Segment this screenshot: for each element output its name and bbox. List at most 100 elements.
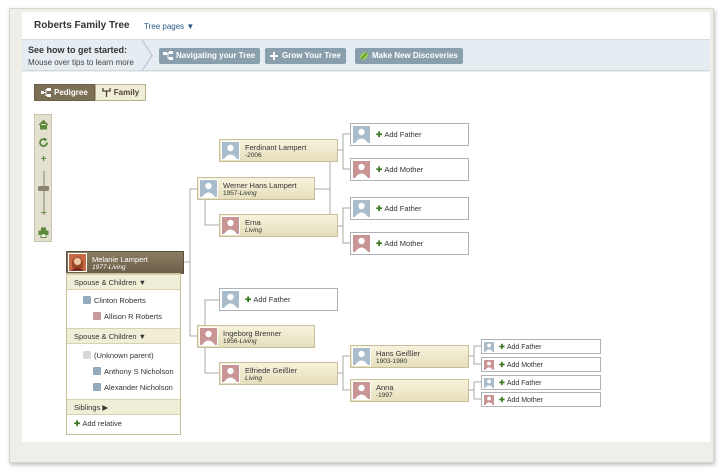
- person-dates: 1977-Living: [92, 264, 126, 271]
- pedigree-view-button[interactable]: Pedigree: [34, 84, 95, 101]
- person-name: Elfriede Geißler: [245, 366, 298, 375]
- family-label: Family: [113, 88, 140, 97]
- tree-pages-menu[interactable]: Tree pages ▼: [144, 22, 195, 31]
- view-toggle: Pedigree Family: [34, 84, 147, 101]
- add-mother-label: ✚ Add Mother: [499, 397, 543, 404]
- add-mother-button[interactable]: ✚ Add Mother: [350, 158, 469, 181]
- child-item[interactable]: Anthony S Nicholson: [67, 367, 180, 376]
- tips-subheading: Mouse over tips to learn more: [28, 58, 134, 67]
- tips-arrow-icon: [141, 40, 153, 71]
- child-name: Allison R Roberts: [104, 312, 162, 321]
- person-dates: 1903-1980: [376, 358, 408, 365]
- spouse-children-toggle-2[interactable]: Spouse & Children ▼: [67, 328, 180, 344]
- add-father-button[interactable]: ✚ Add Father: [219, 288, 338, 311]
- female-silhouette-icon: [352, 160, 371, 179]
- person-dates: 1956-Living: [223, 338, 257, 345]
- person-photo-avatar: [68, 253, 87, 272]
- female-icon: [93, 312, 101, 320]
- navigating-tree-label: Navigating your Tree: [176, 51, 256, 60]
- spouse-item[interactable]: Clinton Roberts: [67, 296, 180, 305]
- person-dates: Living: [245, 375, 262, 382]
- person-name: Melanie Lampert: [92, 255, 148, 264]
- spouse-children-toggle-1[interactable]: Spouse & Children ▼: [67, 274, 180, 290]
- make-discoveries-button[interactable]: Make New Discoveries: [355, 48, 463, 64]
- siblings-toggle[interactable]: Siblings ▶: [67, 399, 180, 415]
- navigating-tree-button[interactable]: Navigating your Tree: [159, 48, 261, 64]
- tips-bar: See how to get started: Mouse over tips …: [22, 40, 710, 71]
- add-father-button[interactable]: ✚ Add Father: [350, 197, 469, 220]
- add-father-button[interactable]: ✚ Add Father: [350, 123, 469, 146]
- add-relative-link[interactable]: ✚ Add relative: [67, 419, 180, 428]
- person-name: Werner Hans Lampert: [223, 181, 297, 190]
- male-silhouette-icon: [221, 290, 240, 309]
- person-name: Erna: [245, 218, 261, 227]
- maternal-grandmother-card[interactable]: Elfriede Geißler Living: [219, 362, 338, 385]
- add-relative-label: Add relative: [82, 419, 122, 428]
- male-silhouette-icon: [483, 341, 495, 353]
- spouse-name: (Unknown parent): [94, 351, 154, 360]
- leaf-icon: [360, 52, 368, 60]
- person-dates: 1957-Living: [223, 190, 257, 197]
- person-name: Hans Geißler: [376, 349, 421, 358]
- refresh-icon[interactable]: [38, 137, 49, 148]
- add-mother-label: ✚ Add Mother: [499, 362, 543, 369]
- add-father-button[interactable]: ✚ Add Father: [481, 375, 601, 390]
- mother-card[interactable]: Ingeborg Brenner 1956-Living: [197, 325, 315, 348]
- add-father-label: ✚ Add Father: [245, 295, 291, 304]
- child-item[interactable]: Alexander Nicholson: [67, 383, 180, 392]
- add-mother-button[interactable]: ✚ Add Mother: [481, 357, 601, 372]
- add-mother-button[interactable]: ✚ Add Mother: [481, 392, 601, 407]
- child-item[interactable]: Allison R Roberts: [67, 312, 180, 321]
- female-silhouette-icon: [199, 327, 218, 346]
- plus-icon: ✚: [74, 419, 83, 428]
- zoom-out-icon[interactable]: −: [40, 208, 47, 219]
- female-silhouette-icon: [221, 364, 240, 383]
- spouse-item[interactable]: (Unknown parent): [67, 351, 180, 360]
- great-grandmother-card[interactable]: Anna -1997: [350, 379, 469, 402]
- child-name: Anthony S Nicholson: [104, 367, 174, 376]
- zoom-control: + −: [34, 114, 52, 242]
- pedigree-label: Pedigree: [54, 88, 88, 97]
- unknown-person-icon: [83, 351, 91, 359]
- person-name: Anna: [376, 383, 394, 392]
- male-silhouette-icon: [352, 199, 371, 218]
- family-icon: [102, 88, 111, 97]
- paternal-grandmother-card[interactable]: Erna Living: [219, 214, 338, 237]
- pedigree-icon: [41, 88, 51, 97]
- add-father-button[interactable]: ✚ Add Father: [481, 339, 601, 354]
- paternal-grandfather-card[interactable]: Ferdinant Lampert -2006: [219, 139, 338, 162]
- make-discoveries-label: Make New Discoveries: [372, 51, 458, 60]
- zoom-slider[interactable]: [43, 171, 45, 215]
- tree-title: Roberts Family Tree: [34, 20, 130, 31]
- female-silhouette-icon: [221, 216, 240, 235]
- zoom-in-icon[interactable]: +: [40, 154, 47, 165]
- father-card[interactable]: Werner Hans Lampert 1957-Living: [197, 177, 315, 200]
- family-view-button[interactable]: Family: [94, 84, 147, 101]
- person-name: Ingeborg Brenner: [223, 329, 282, 338]
- tips-heading: See how to get started:: [28, 45, 128, 55]
- tree-nav-icon: [163, 51, 173, 60]
- zoom-slider-handle[interactable]: [38, 186, 49, 191]
- female-silhouette-icon: [352, 381, 371, 400]
- great-grandfather-card[interactable]: Hans Geißler 1903-1980: [350, 345, 469, 368]
- add-father-label: ✚ Add Father: [499, 380, 542, 387]
- print-icon[interactable]: [38, 227, 49, 238]
- person-dates: -2006: [245, 152, 262, 159]
- person-dates: Living: [245, 227, 262, 234]
- male-silhouette-icon: [199, 179, 218, 198]
- top-bar: Roberts Family Tree Tree pages ▼: [22, 12, 710, 40]
- female-silhouette-icon: [352, 234, 371, 253]
- spouse-name: Clinton Roberts: [94, 296, 146, 305]
- home-icon[interactable]: [38, 119, 49, 130]
- grow-tree-button[interactable]: Grow Your Tree: [265, 48, 346, 64]
- person-name: Ferdinant Lampert: [245, 143, 307, 152]
- family-panel: Spouse & Children ▼ Clinton Roberts Alli…: [66, 273, 181, 435]
- grow-tree-icon: [270, 52, 278, 60]
- add-mother-label: ✚ Add Mother: [376, 165, 424, 174]
- root-person-card[interactable]: Melanie Lampert 1977-Living: [66, 251, 184, 274]
- add-mother-button[interactable]: ✚ Add Mother: [350, 232, 469, 255]
- female-silhouette-icon: [483, 394, 495, 406]
- male-silhouette-icon: [483, 377, 495, 389]
- male-icon: [93, 383, 101, 391]
